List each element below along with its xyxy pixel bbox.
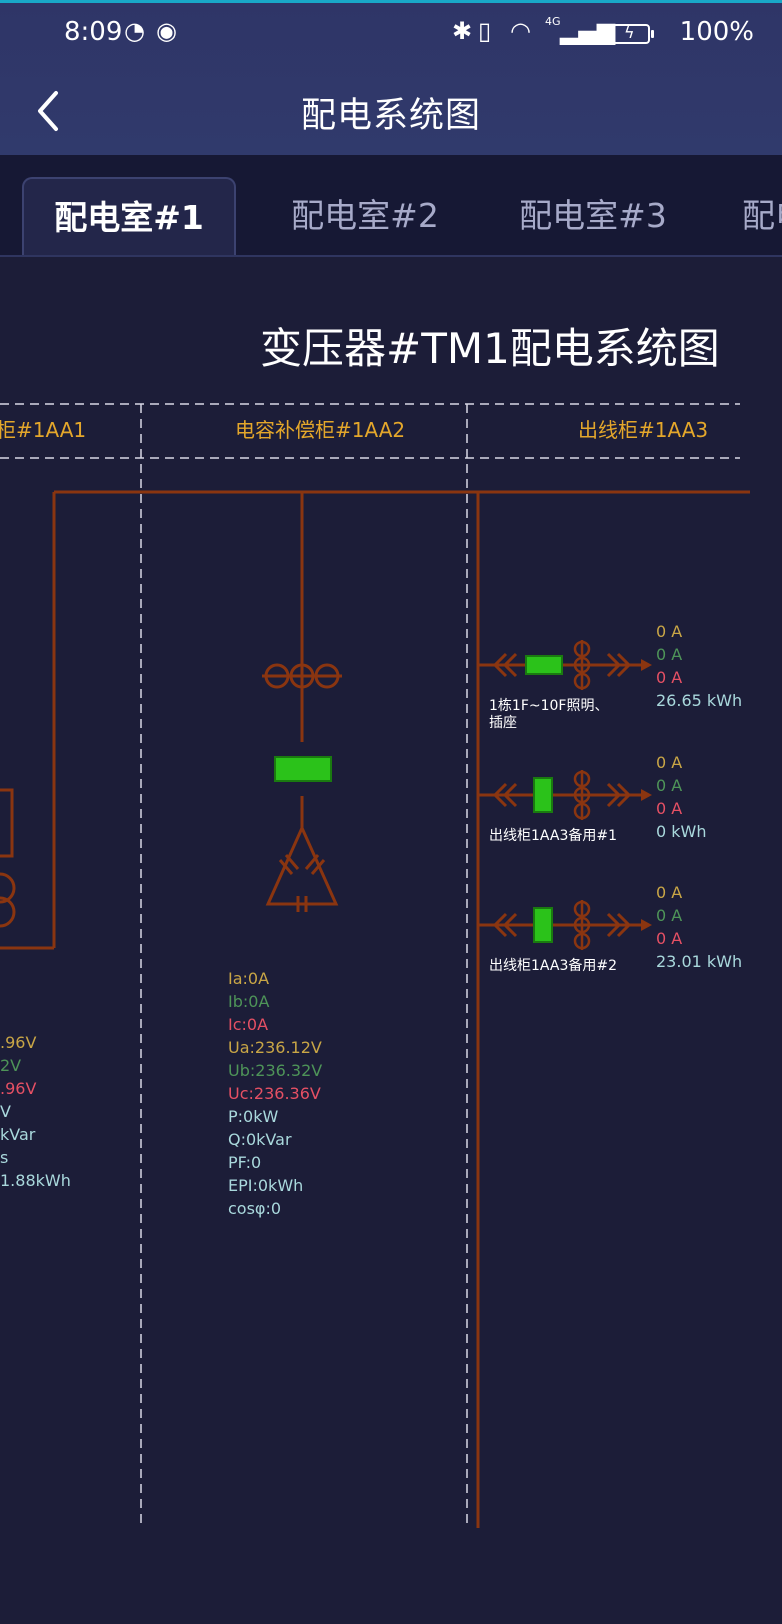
feeder2-arrow-left-2: [502, 782, 518, 808]
feeder-symbols: [478, 640, 652, 950]
cabinet-label-1aa3: 出线柜#1AA3: [578, 418, 709, 442]
feeder1-arrow-left-1: [492, 652, 508, 678]
feeder1-arrow-right-1: [606, 652, 622, 678]
signal-icon: ▂▄▆: [560, 17, 616, 45]
capacitor-breaker: [274, 756, 332, 782]
page-title: 配电系统图: [300, 96, 481, 136]
battery-percent: 100%: [679, 17, 754, 47]
tab-room-1[interactable]: 配电室#1: [22, 177, 236, 255]
feeder1-energy: 26.65 kWh: [656, 691, 743, 710]
feeder1-ib: 0 A: [656, 645, 683, 664]
feeder3-ia: 0 A: [656, 883, 683, 902]
cap-metric-cosphi: cosφ:0: [228, 1199, 282, 1218]
feeder3-ic: 0 A: [656, 929, 683, 948]
cap-metric-ic: Ic:0A: [228, 1015, 269, 1034]
status-bar: 8:09 ◔ ◉ ✱ ▯ ◠ 4G ▂▄▆ ϟ 100%: [0, 3, 782, 65]
feeder3-arrow-left-2: [502, 912, 518, 938]
left-metric-q: kVar: [0, 1125, 36, 1144]
bluetooth-icon: ✱: [452, 17, 473, 45]
feeder3-arrow-right-1: [606, 912, 622, 938]
data-saver-icon: ◔: [124, 17, 145, 45]
cap-metric-pf: PF:0: [228, 1153, 262, 1172]
feeder2-arrow-right-1: [606, 782, 622, 808]
tab-room-2[interactable]: 配电室#2: [291, 196, 439, 235]
feeder3-name: 出线柜1AA3备用#2: [489, 958, 617, 974]
battery-icon: ϟ: [612, 23, 654, 44]
cabinet-frames: [0, 403, 740, 1525]
left-metric-energy: 1.88kWh: [0, 1171, 71, 1190]
feeder1-arrow-right-2: [616, 652, 632, 678]
cap-metric-epi: EPI:0kWh: [228, 1176, 304, 1195]
cabinet-label-1aa2: 电容补偿柜#1AA2: [235, 418, 406, 442]
feeder2-energy: 0 kWh: [656, 822, 707, 841]
feeder3-arrow-left-1: [492, 912, 508, 938]
network-type: 4G: [545, 15, 561, 28]
diagram-title: 变压器#TM1配电系统图: [260, 324, 720, 373]
feeder2-name: 出线柜1AA3备用#1: [489, 828, 617, 844]
feeder1-arrow-left-2: [502, 652, 518, 678]
tab-room-4[interactable]: 配电: [742, 196, 782, 235]
feeder1-name: 1栋1F~10F照明、插座: [489, 698, 609, 731]
left-metric-uc: .96V: [0, 1079, 37, 1098]
left-metric-p: V: [0, 1102, 11, 1121]
back-button[interactable]: [30, 87, 70, 135]
feeder2-arrow-tip: [641, 789, 652, 801]
status-time: 8:09: [64, 17, 123, 47]
vibrate-icon: ▯: [478, 17, 492, 45]
feeder3-arrow-right-2: [616, 912, 632, 938]
wifi-icon: ◠: [510, 17, 531, 45]
app-header: 8:09 ◔ ◉ ✱ ▯ ◠ 4G ▂▄▆ ϟ 100% 配电系统图: [0, 0, 782, 155]
feeder1-arrow-tip: [641, 659, 652, 671]
tab-room-3[interactable]: 配电室#3: [519, 196, 667, 235]
feeder2-arrow-right-2: [616, 782, 632, 808]
feeder3-energy: 23.01 kWh: [656, 952, 743, 971]
feeder3-arrow-tip: [641, 919, 652, 931]
left-metric-s: s: [0, 1148, 9, 1167]
eye-icon: ◉: [156, 17, 177, 45]
left-metric-ub: 2V: [0, 1056, 22, 1075]
cap-metric-ib: Ib:0A: [228, 992, 270, 1011]
transformer-symbol: [0, 788, 16, 928]
cap-metric-p: P:0kW: [228, 1107, 279, 1126]
cap-metric-ia: Ia:0A: [228, 969, 270, 988]
feeder2-ic: 0 A: [656, 799, 683, 818]
feeder2-breaker: [533, 777, 553, 813]
cap-metric-ub: Ub:236.32V: [228, 1061, 323, 1080]
feeder2-ia: 0 A: [656, 753, 683, 772]
feeder3-breaker: [533, 907, 553, 943]
chevron-left-icon: [38, 91, 58, 131]
cabinet-label-1aa1: 柜#1AA1: [0, 418, 87, 442]
cap-metric-ua: Ua:236.12V: [228, 1038, 322, 1057]
capacitor-branch: [262, 492, 342, 912]
feeder3-ib: 0 A: [656, 906, 683, 925]
main-busbar: [0, 490, 750, 1528]
feeder2-ib: 0 A: [656, 776, 683, 795]
feeder2-arrow-left-1: [492, 782, 508, 808]
feeder1-breaker: [525, 655, 563, 675]
feeder1-ic: 0 A: [656, 668, 683, 687]
cap-metric-uc: Uc:236.36V: [228, 1084, 321, 1103]
cap-metric-q: Q:0kVar: [228, 1130, 292, 1149]
room-tabs: 配电室#1 配电室#2 配电室#3 配电: [0, 155, 782, 257]
feeder1-ia: 0 A: [656, 622, 683, 641]
left-metric-ua: .96V: [0, 1033, 37, 1052]
